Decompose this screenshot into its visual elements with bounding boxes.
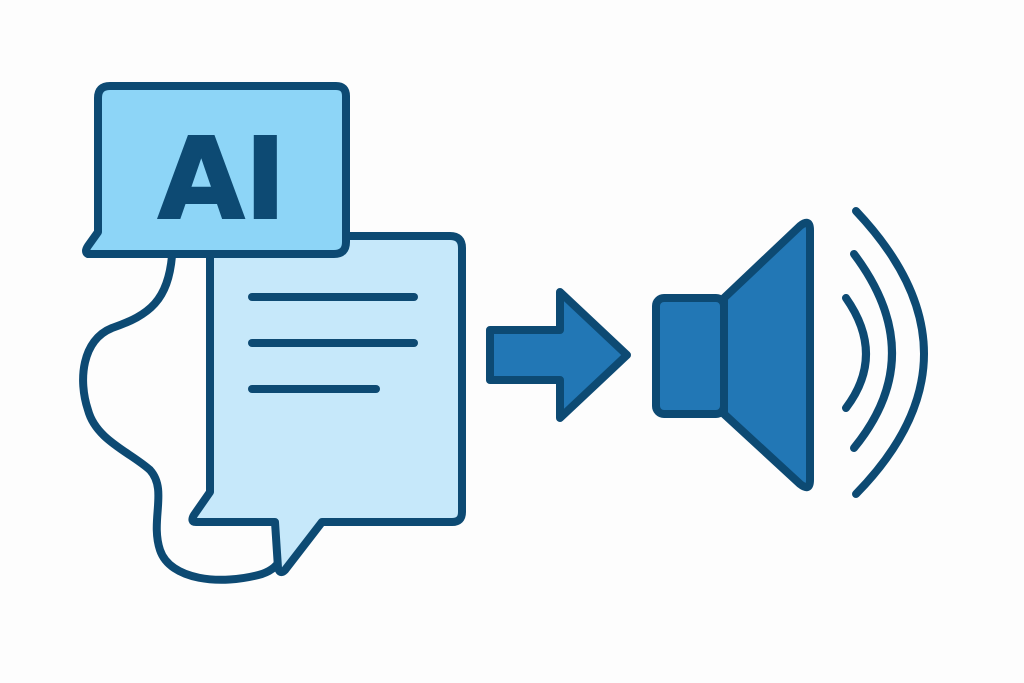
speaker-icon [652, 218, 814, 492]
speaker-cone [720, 218, 814, 492]
sound-wave-medium [850, 250, 896, 452]
document-body [188, 232, 466, 577]
connector-curve [79, 252, 287, 584]
ai-speech-bubble-icon: AI [82, 82, 350, 258]
ai-bubble-body [82, 82, 350, 258]
sound-waves-icon [842, 207, 928, 498]
arrow-right-icon [486, 288, 631, 422]
sound-wave-large [852, 207, 928, 498]
text-document-icon [188, 232, 466, 577]
speaker-base [652, 294, 728, 418]
sound-wave-small [842, 294, 870, 412]
ai-label: AI [158, 115, 286, 245]
